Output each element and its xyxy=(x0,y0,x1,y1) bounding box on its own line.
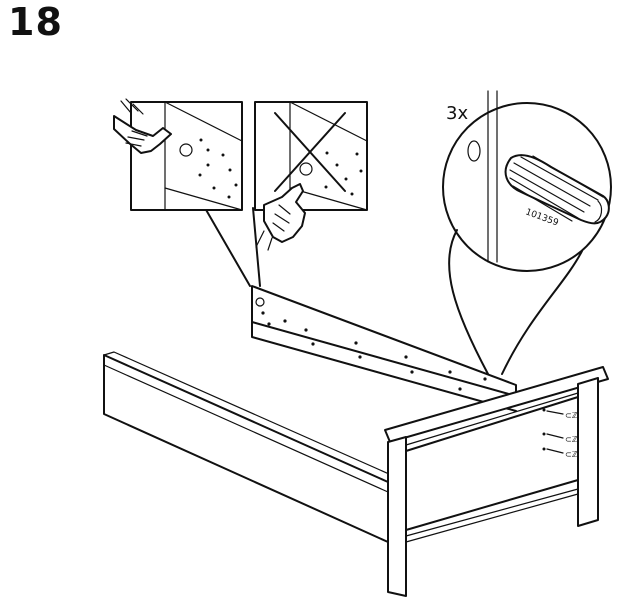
correct-board-detail xyxy=(164,101,243,211)
pointing-hand-icon xyxy=(113,98,172,154)
end-frame xyxy=(384,366,609,597)
hole-label-top: ⊂ℤ xyxy=(565,411,578,420)
hole-label-middle: ⊂ℤ xyxy=(565,435,578,444)
pointing-hand-icon xyxy=(255,183,306,251)
hole-label-bottom: ⊂ℤ xyxy=(565,450,578,459)
long-side-rail xyxy=(103,351,399,543)
callout-line-left xyxy=(204,207,251,287)
back-board xyxy=(251,285,517,412)
detail-panel-incorrect xyxy=(254,101,368,211)
detail-circle-icon xyxy=(442,90,612,375)
hole-markings xyxy=(542,408,564,454)
cross-out-icon xyxy=(274,112,346,192)
step-number: 18 xyxy=(8,0,63,44)
wooden-dowel-icon xyxy=(504,154,610,225)
dowel-quantity: 3x xyxy=(446,103,468,124)
